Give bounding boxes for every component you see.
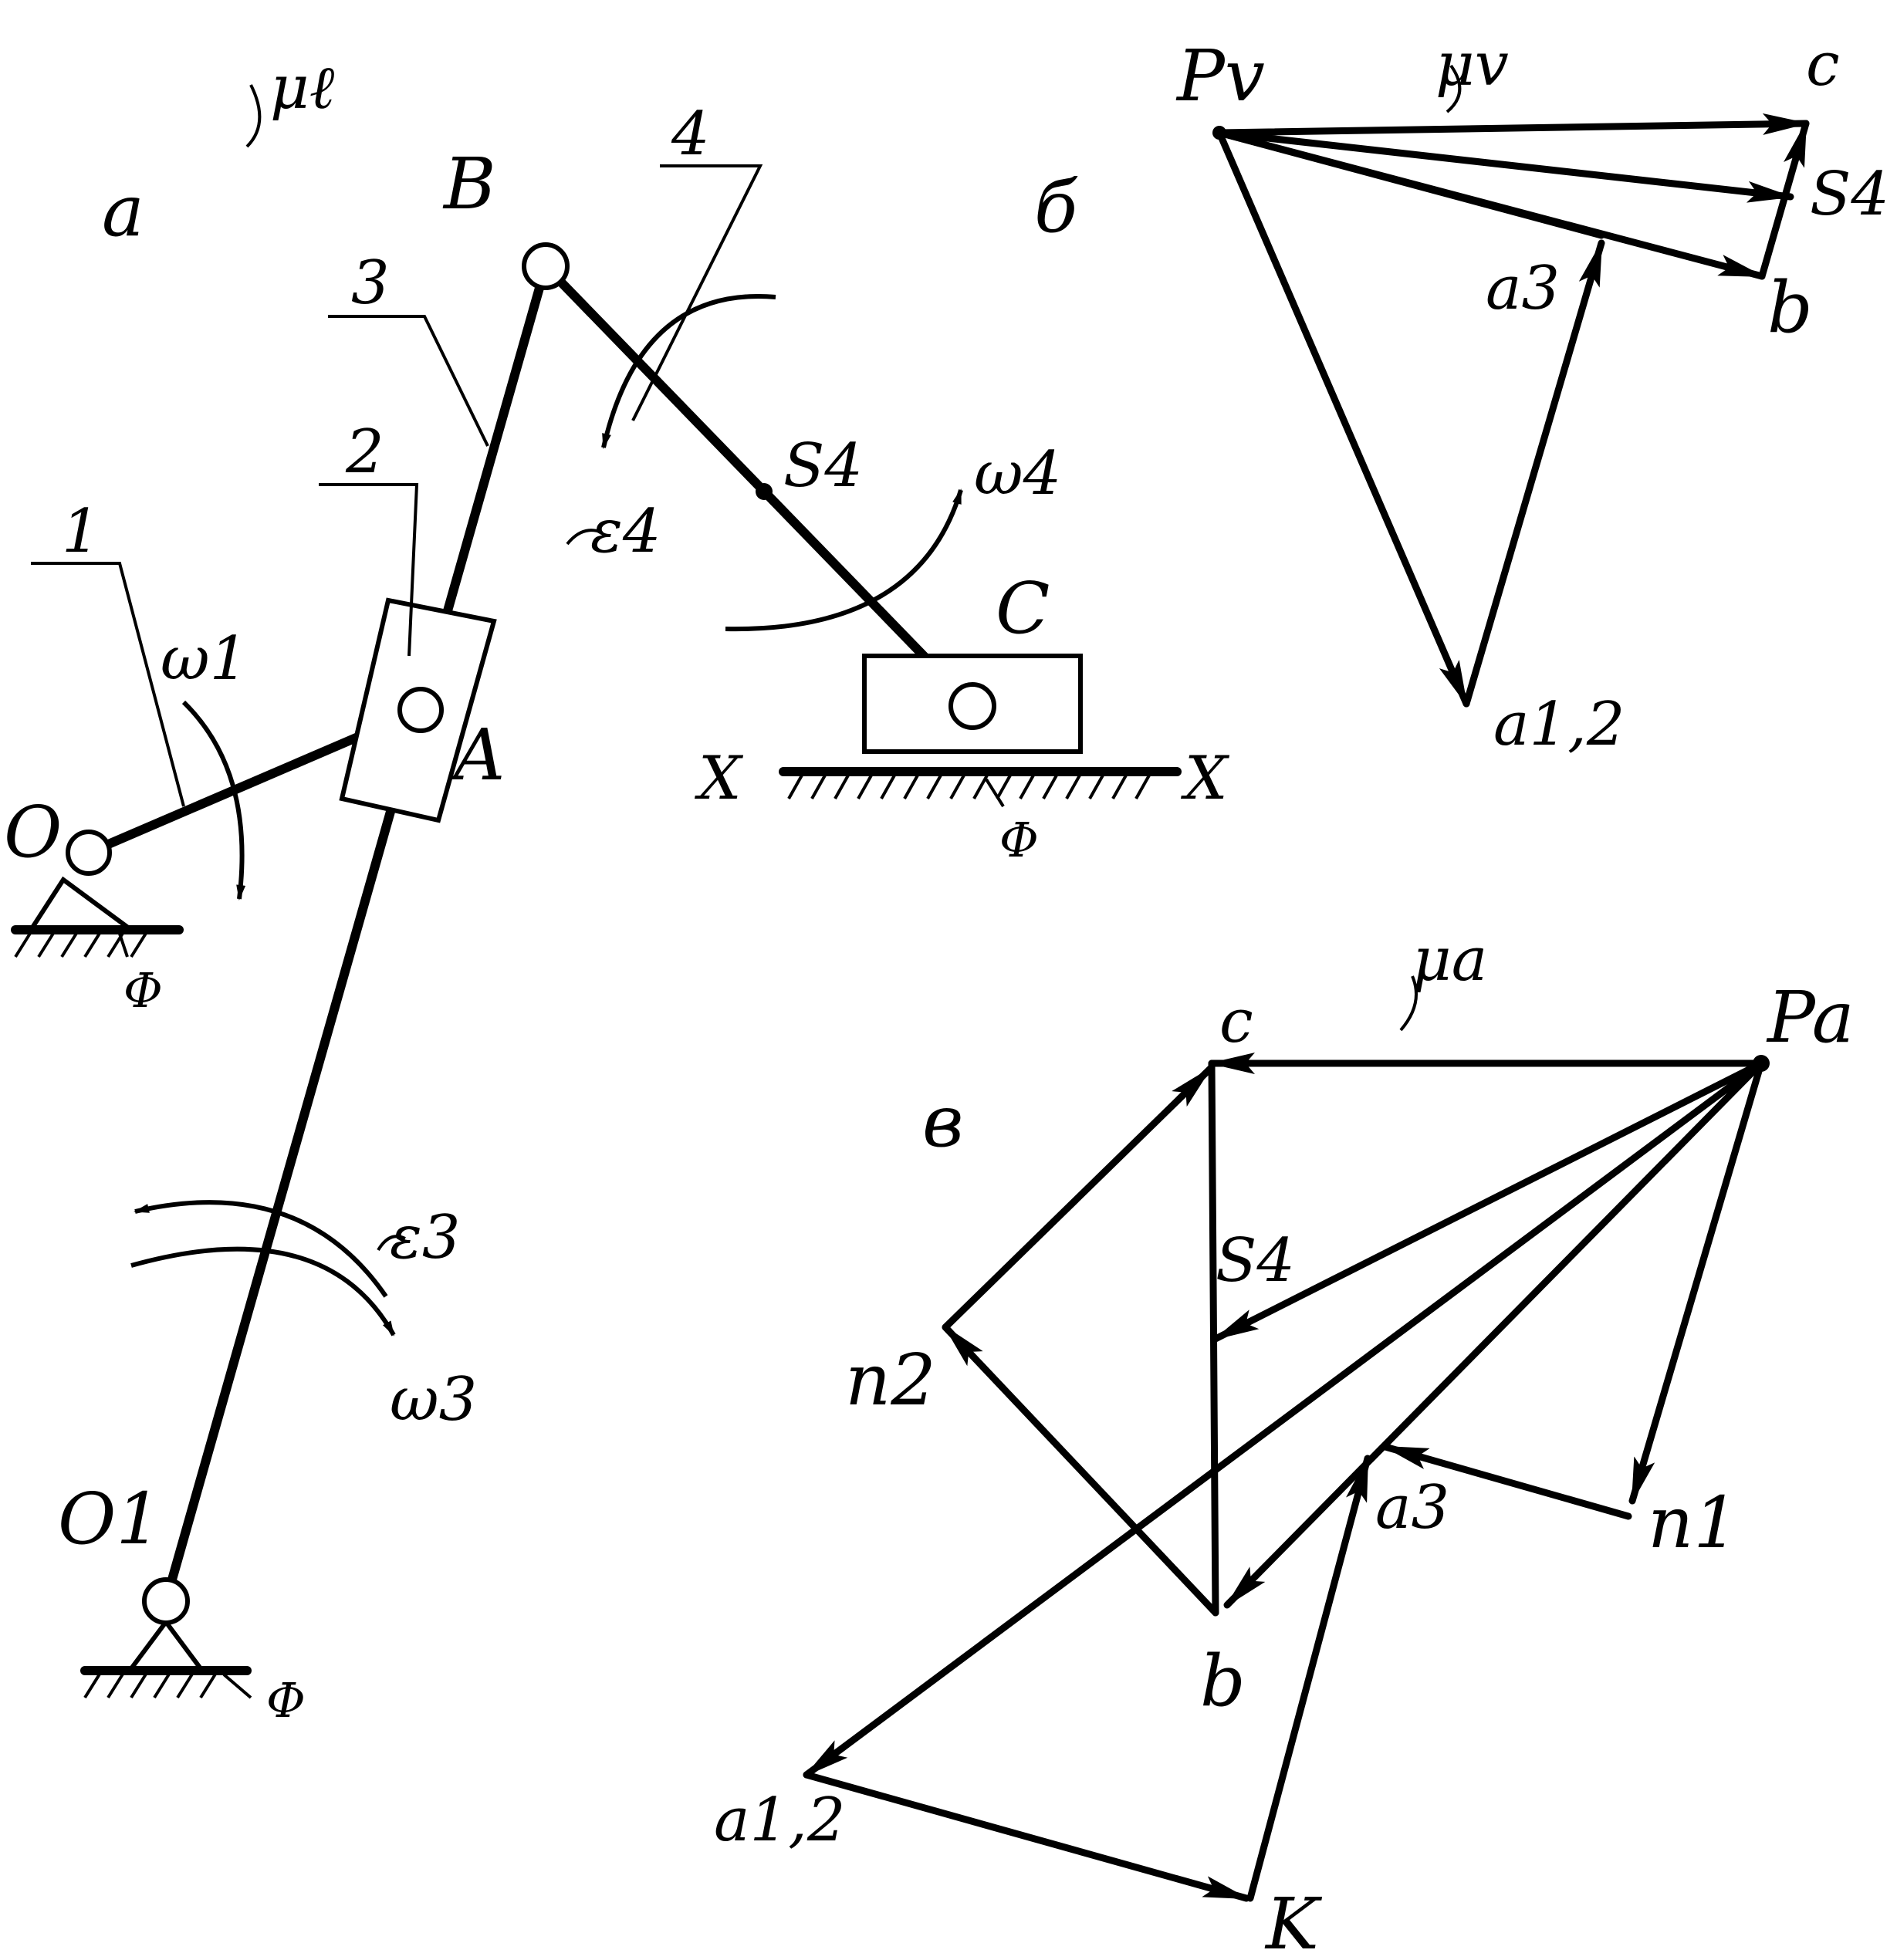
leader-link-3 <box>328 315 489 447</box>
label-a-b: b <box>1200 1640 1246 1722</box>
slider-c-block <box>862 654 1083 754</box>
label-point-b: B <box>442 143 496 225</box>
leader-fix1 <box>118 933 129 958</box>
label-eps3: ε3 <box>390 1203 460 1272</box>
acceleration-panel-label: в <box>922 1080 964 1163</box>
pole-pa <box>1753 1055 1770 1072</box>
label-a-n1: n1 <box>1648 1482 1739 1564</box>
vec-k-a3 <box>1246 1455 1371 1902</box>
omega4-arc <box>725 488 963 632</box>
label-fix-o: Φ <box>123 962 163 1019</box>
vec-pv-a12 <box>1216 129 1470 708</box>
leader-mu-a <box>1399 975 1418 1032</box>
label-a-c: c <box>1219 987 1253 1056</box>
label-v-c: c <box>1806 30 1840 100</box>
point-s4 <box>756 483 773 500</box>
leader-mu-l <box>245 84 262 148</box>
vec-pa-s4 <box>1212 1059 1765 1343</box>
label-eps4: ε4 <box>590 497 661 566</box>
label-omega1: ω1 <box>161 624 248 694</box>
label-a-n2: n2 <box>845 1339 936 1421</box>
mechanism-scale-label: μℓ <box>270 53 335 123</box>
label-v-s4: S4 <box>1810 160 1889 229</box>
joint-o1 <box>142 1577 190 1625</box>
vec-pa-b <box>1223 1059 1765 1609</box>
label-a-a3: a3 <box>1375 1473 1449 1543</box>
label-point-c: C <box>996 567 1050 650</box>
vec-n2-c <box>942 1065 1214 1331</box>
ground-support-o <box>11 876 184 958</box>
label-a-a12: a1,2 <box>714 1786 846 1855</box>
joint-c <box>948 682 996 730</box>
ground-support-o1 <box>80 1617 252 1699</box>
acceleration-plan-panel: в μa Pa c S4 n2 n1 a3 b a1,2 K <box>714 925 1855 1960</box>
leader-link-4 <box>631 164 763 421</box>
leader-fix2 <box>222 1673 252 1699</box>
vec-a12-k <box>803 1771 1250 1902</box>
label-guide-x-right: X <box>1180 744 1230 813</box>
joint-b <box>522 242 570 290</box>
label-link-3: 3 <box>351 248 390 318</box>
leader-link-2 <box>319 483 419 657</box>
label-v-a12: a1,2 <box>1493 690 1625 759</box>
vec-pv-c <box>1216 113 1810 137</box>
velocity-panel-label: б <box>1034 166 1078 248</box>
omega1-arc <box>181 700 246 901</box>
mechanism-panel: a μℓ B A O O1 C S4 1 2 3 4 ω1 ω3 ω4 ε3 ε… <box>4 53 1230 1729</box>
leader-fix3 <box>985 778 1005 808</box>
vec-a12-a3 <box>1462 239 1605 708</box>
leader-eps3 <box>377 1235 406 1252</box>
vec-pv-b <box>1216 129 1766 280</box>
vec-b-c <box>1758 120 1810 280</box>
label-a-s4: S4 <box>1216 1226 1295 1296</box>
pole-pv <box>1212 126 1226 140</box>
label-omega4: ω4 <box>974 439 1061 509</box>
label-v-a3: a3 <box>1486 254 1560 323</box>
velocity-scale-label: μv <box>1435 30 1509 100</box>
eps3-arc <box>134 1200 388 1298</box>
label-point-s4: S4 <box>783 431 863 501</box>
link-3-rocker <box>161 262 550 1606</box>
leader-mu-v <box>1446 64 1462 113</box>
vec-pa-a12 <box>803 1059 1765 1779</box>
eps4-arc <box>601 294 776 449</box>
vec-b-n2 <box>942 1323 1219 1617</box>
acceleration-scale-label: μa <box>1412 925 1487 995</box>
leader-link-1 <box>31 562 185 807</box>
label-point-o: O <box>4 791 62 874</box>
vec-n1-a3 <box>1381 1443 1632 1520</box>
label-a-k: K <box>1264 1883 1323 1960</box>
label-link-4: 4 <box>671 100 710 169</box>
label-fix-o1: Φ <box>266 1672 306 1729</box>
label-link-2: 2 <box>345 417 384 487</box>
label-omega3: ω3 <box>390 1365 477 1435</box>
omega3-arc <box>130 1246 396 1337</box>
joint-a <box>397 687 444 733</box>
vec-pv-s4 <box>1216 129 1794 203</box>
slider-guide <box>779 767 1182 799</box>
joint-o <box>66 830 112 876</box>
label-pole-pv: Pv <box>1175 35 1265 117</box>
label-fix-guide: Φ <box>999 812 1039 868</box>
leader-eps4 <box>566 529 603 546</box>
label-link-1: 1 <box>62 497 100 566</box>
label-pole-pa: Pa <box>1766 976 1855 1059</box>
vec-pa-n1 <box>1628 1059 1765 1505</box>
label-point-a: A <box>448 714 505 796</box>
mechanism-panel-label: a <box>102 170 144 252</box>
label-guide-x-left: X <box>694 744 744 813</box>
label-v-b: b <box>1767 266 1813 349</box>
label-point-o1: O1 <box>58 1478 161 1560</box>
velocity-plan-panel: б μv Pv c S4 b a3 a1,2 <box>1034 30 1889 759</box>
